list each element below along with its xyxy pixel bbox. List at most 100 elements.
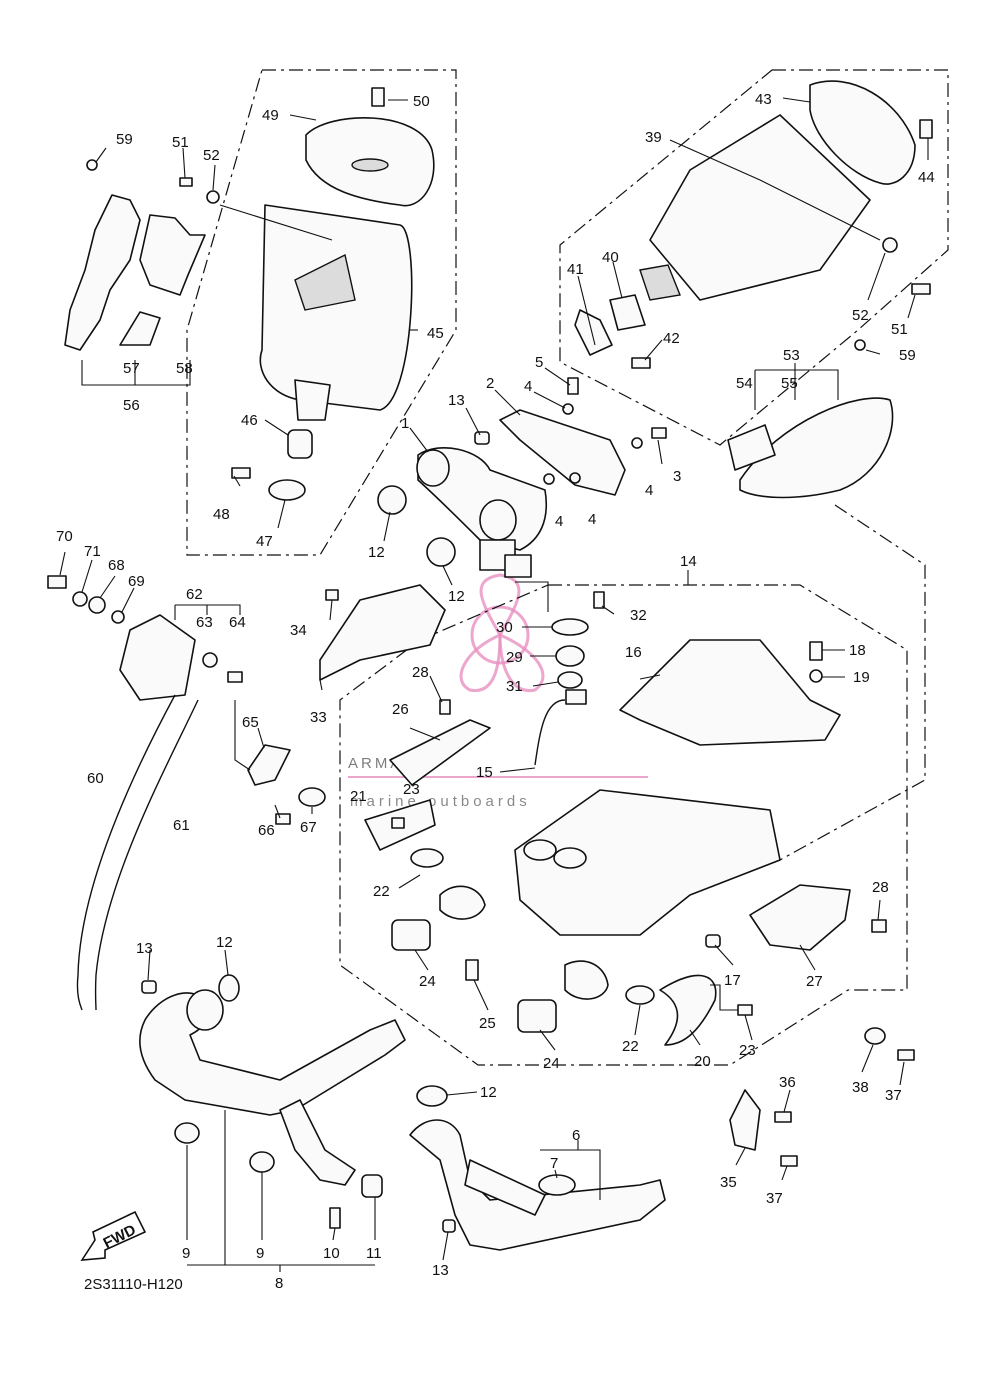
bracket-35 [729, 1089, 761, 1151]
cover-20 [659, 974, 717, 1046]
protector-16 [619, 639, 841, 746]
fwd-arrow-icon: FWD [80, 1210, 147, 1261]
callout-70: 70 [56, 528, 73, 545]
washer-4d-icon [569, 472, 581, 484]
cover-2 [499, 409, 626, 496]
callout-numbers: 1 2 3 4 4 4 4 5 6 7 8 9 9 10 11 12 12 12… [56, 91, 935, 1292]
bracket-26 [389, 719, 491, 786]
damper-13-left-icon [141, 980, 157, 994]
diagram-code: 2S31110-H120 [84, 1276, 183, 1293]
callout-57: 57 [123, 360, 140, 377]
clamp-7-icon [538, 1174, 576, 1196]
clamp-9-right-icon [249, 1151, 275, 1173]
callout-6: 6 [572, 1127, 580, 1144]
callout-38: 38 [852, 1079, 869, 1096]
watermark-logo-icon [459, 573, 545, 692]
bolt-23-right-icon [737, 1004, 753, 1016]
gasket-12-upper-icon [377, 485, 407, 515]
callout-27: 27 [806, 973, 823, 990]
callout-21: 21 [350, 788, 367, 805]
callout-51: 51 [891, 321, 908, 338]
damper-13-upper-icon [474, 431, 490, 445]
bolt-37-right-icon [897, 1049, 915, 1061]
callout-45: 45 [427, 325, 444, 342]
callout-29: 29 [506, 649, 523, 666]
callout-12: 12 [480, 1084, 497, 1101]
cable-60 [76, 694, 176, 1011]
gasket-24-lower-icon [517, 999, 557, 1033]
callout-58: 58 [176, 360, 193, 377]
clamp-22-lower-icon [625, 985, 655, 1005]
bolt-48-icon [231, 467, 251, 479]
bolt-10-icon [329, 1207, 341, 1229]
callout-52: 52 [203, 147, 220, 164]
bracket-65 [247, 744, 291, 786]
sensor-15 [534, 699, 566, 766]
callout-36: 36 [779, 1074, 796, 1091]
group-outlines [186, 69, 949, 1066]
callout-37: 37 [766, 1190, 783, 1207]
callout-69: 69 [128, 573, 145, 590]
bolt-36-icon [774, 1111, 792, 1123]
exhaust-pipe-8 [139, 989, 406, 1186]
right-side-link [779, 504, 926, 861]
callout-12: 12 [448, 588, 465, 605]
callout-4: 4 [524, 378, 532, 395]
callout-60: 60 [87, 770, 104, 787]
bolt-51-right-icon [911, 283, 931, 295]
bolt-34-icon [325, 589, 339, 601]
bolt-59-top-left-icon [86, 159, 98, 171]
bolt-59-right-icon [854, 339, 866, 351]
callout-41: 41 [567, 261, 584, 278]
gasket-12-lower-icon [416, 1085, 448, 1107]
callout-61: 61 [173, 817, 190, 834]
exhaust-pipe-6 [409, 1119, 666, 1251]
callout-31: 31 [506, 678, 523, 695]
bracket-62 [119, 614, 196, 701]
callout-43: 43 [755, 91, 772, 108]
callout-28: 28 [872, 879, 889, 896]
callout-64: 64 [229, 614, 246, 631]
clamp-30-icon [551, 618, 589, 636]
bolt-37-lower-icon [780, 1155, 798, 1167]
gasket-12-left-icon [218, 974, 240, 1002]
callout-32: 32 [630, 607, 647, 624]
gasket-31-icon [557, 671, 583, 689]
washer-71-icon [72, 591, 88, 607]
callout-26: 26 [392, 701, 409, 718]
callout-22: 22 [622, 1038, 639, 1055]
muffler-39 [574, 80, 916, 356]
callout-39: 39 [645, 129, 662, 146]
callout-46: 46 [241, 412, 258, 429]
clamp-9-left-icon [174, 1122, 200, 1144]
callout-33: 33 [310, 709, 327, 726]
callout-34: 34 [290, 622, 307, 639]
callout-53: 53 [783, 347, 800, 364]
callout-13: 13 [136, 940, 153, 957]
callout-9: 9 [182, 1245, 190, 1262]
callout-18: 18 [849, 642, 866, 659]
callout-30: 30 [496, 619, 513, 636]
callout-7: 7 [550, 1155, 558, 1172]
bolt-50-icon [371, 87, 385, 107]
bolt-51-left-icon [179, 177, 193, 187]
bolt-32-icon [593, 591, 605, 609]
callout-44: 44 [918, 169, 935, 186]
callout-35: 35 [720, 1174, 737, 1191]
bolt-23-left-icon [391, 817, 405, 829]
callout-62: 62 [186, 586, 203, 603]
callout-55: 55 [781, 375, 798, 392]
clamp-assy-right [564, 960, 609, 1000]
callout-40: 40 [602, 249, 619, 266]
chamber-14 [514, 789, 781, 936]
bolt-3-icon [651, 427, 667, 439]
callout-20: 20 [694, 1053, 711, 1070]
gasket-24-upper-icon [391, 919, 431, 951]
callout-67: 67 [300, 819, 317, 836]
callout-56: 56 [123, 397, 140, 414]
bolt-42-icon [631, 357, 651, 369]
callout-23: 23 [739, 1042, 756, 1059]
joint-1 [416, 447, 547, 578]
callout-19: 19 [853, 669, 870, 686]
callout-42: 42 [663, 330, 680, 347]
